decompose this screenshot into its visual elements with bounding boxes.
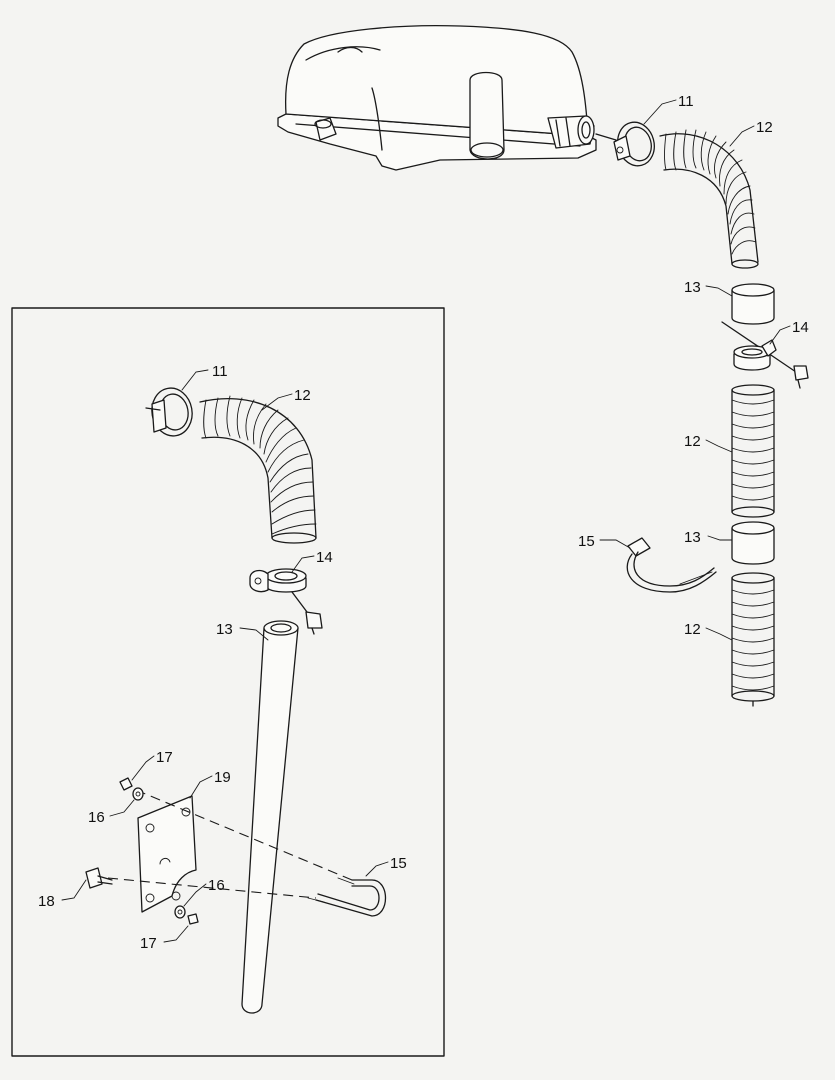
callout-12-right-lower: 12 <box>684 621 701 638</box>
callout-11-top: 11 <box>678 93 694 110</box>
inset-lower-nut <box>187 913 199 925</box>
right-saddle-clamp <box>721 321 809 389</box>
inset-upper-nut <box>119 777 133 791</box>
leader-lines <box>61 99 791 943</box>
inset-curved-hose <box>199 395 317 544</box>
callout-19-inset: 19 <box>214 769 231 786</box>
inset-upper-washer <box>132 787 144 801</box>
right-middle-hose <box>731 384 775 518</box>
inset-saddle-clamp <box>249 568 323 635</box>
callout-14-right: 14 <box>792 319 809 336</box>
callout-labels: 11 12 13 14 12 15 13 12 11 12 14 13 17 1… <box>38 93 809 952</box>
inset-bracket-plate <box>137 795 197 913</box>
callout-15-right: 15 <box>578 533 595 550</box>
callout-13-inset: 13 <box>216 621 233 638</box>
right-upper-coupling <box>731 283 775 325</box>
callout-16-inset-lower: 16 <box>208 877 225 894</box>
top-curved-hose <box>659 129 759 269</box>
callout-13-right-lower: 13 <box>684 529 701 546</box>
inset-bolt <box>85 867 113 889</box>
tank-housing <box>277 24 597 171</box>
inset-frame <box>11 307 445 1057</box>
right-lower-coupling <box>731 521 775 565</box>
right-lower-hose <box>731 572 775 707</box>
callout-11-inset: 11 <box>212 363 228 380</box>
right-cable-tie <box>626 537 717 593</box>
callout-12-inset: 12 <box>294 387 311 404</box>
callout-15-inset: 15 <box>390 855 407 872</box>
nozzle-to-clamp-line <box>595 133 617 141</box>
inset-lower-washer <box>174 905 186 919</box>
inset-long-tube <box>241 620 299 1014</box>
inset-u-bolt <box>307 877 386 917</box>
callout-12-right-middle: 12 <box>684 433 701 450</box>
callout-14-inset: 14 <box>316 549 333 566</box>
callout-16-inset-upper: 16 <box>88 809 105 826</box>
callout-13-right-upper: 13 <box>684 279 701 296</box>
inset-hose-clamp <box>145 387 193 437</box>
inset-centerlines <box>107 789 353 899</box>
callout-17-inset-upper: 17 <box>156 749 173 766</box>
callout-17-inset-lower: 17 <box>140 935 157 952</box>
top-hose-clamp <box>613 121 655 167</box>
callout-12-top: 12 <box>756 119 773 136</box>
callout-18-inset: 18 <box>38 893 55 910</box>
